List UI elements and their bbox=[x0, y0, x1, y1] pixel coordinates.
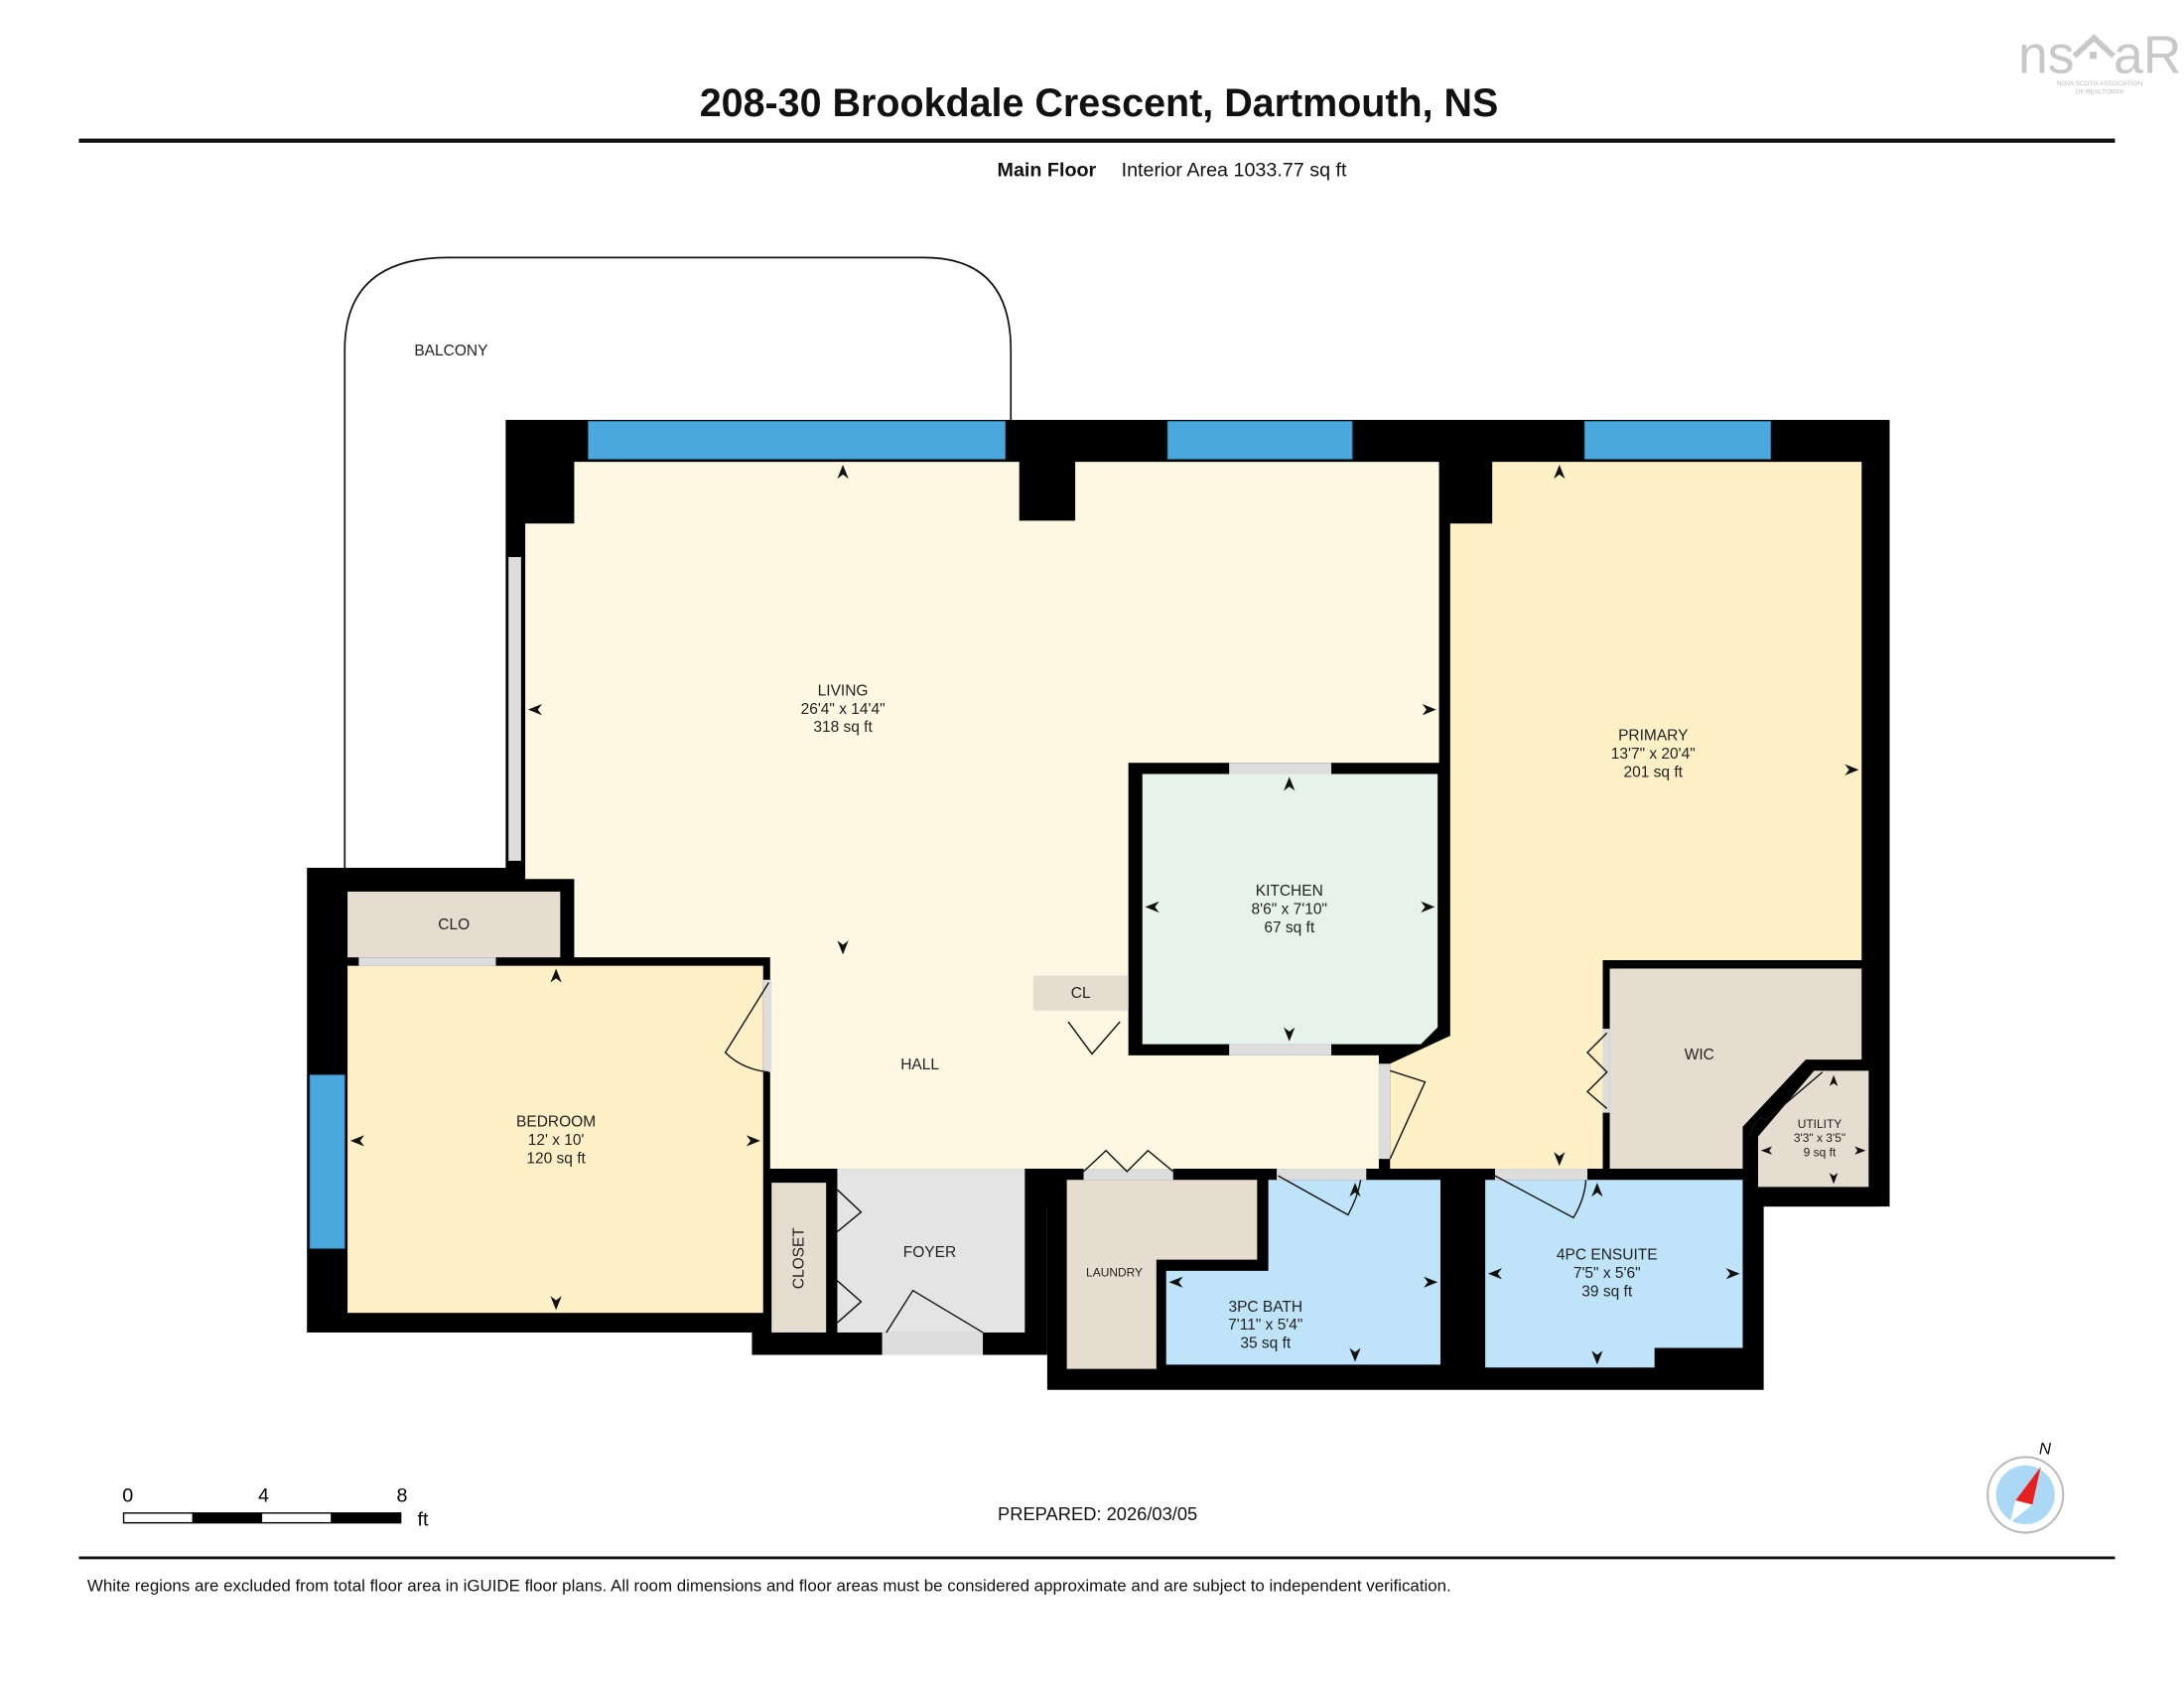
room-kitchen: KITCHEN 8'6" x 7'10" 67 sq ft bbox=[1252, 883, 1327, 936]
room-living: LIVING 26'4" x 14'4" 318 sq ft bbox=[801, 683, 886, 737]
primary-area bbox=[1390, 462, 1862, 1170]
scale-bar: 0 4 8 ft bbox=[122, 1485, 429, 1531]
svg-text:7'11" x 5'4": 7'11" x 5'4" bbox=[1228, 1317, 1302, 1334]
svg-text:318 sq ft: 318 sq ft bbox=[813, 719, 873, 736]
svg-text:aR: aR bbox=[2114, 26, 2181, 84]
svg-text:26'4" x 14'4": 26'4" x 14'4" bbox=[801, 701, 886, 718]
page-title: 208-30 Brookdale Crescent, Dartmouth, NS bbox=[700, 81, 1499, 125]
svg-text:N: N bbox=[2039, 1440, 2052, 1459]
room-clo: CLO bbox=[438, 916, 470, 933]
ensuite-area bbox=[1485, 1180, 1743, 1368]
room-utility: UTILITY 3'3" x 3'5" 9 sq ft bbox=[1794, 1117, 1845, 1159]
room-foyer: FOYER bbox=[903, 1244, 956, 1261]
svg-text:3PC BATH: 3PC BATH bbox=[1228, 1299, 1302, 1316]
bath3pc-area bbox=[1165, 1180, 1440, 1365]
door-openings bbox=[358, 557, 1610, 1355]
svg-text:ns: ns bbox=[2018, 26, 2075, 84]
dimension-arrows bbox=[349, 464, 1866, 1365]
svg-text:35 sq ft: 35 sq ft bbox=[1240, 1335, 1292, 1351]
bedroom-area bbox=[347, 965, 763, 1314]
cl-area bbox=[1032, 975, 1129, 1011]
room-4pc-ensuite: 4PC ENSUITE 7'5" x 5'6" 39 sq ft bbox=[1557, 1247, 1658, 1301]
room-hall: HALL bbox=[900, 1056, 939, 1073]
svg-text:13'7" x 20'4": 13'7" x 20'4" bbox=[1611, 746, 1696, 763]
room-wic: WIC bbox=[1685, 1047, 1714, 1063]
svg-text:9 sq ft: 9 sq ft bbox=[1804, 1145, 1837, 1159]
balcony-outline bbox=[343, 256, 1013, 868]
interior-area: Interior Area 1033.77 sq ft bbox=[1122, 160, 1347, 182]
room-3pc-bath: 3PC BATH 7'11" x 5'4" 35 sq ft bbox=[1228, 1299, 1302, 1352]
scale-unit: ft bbox=[418, 1508, 429, 1530]
svg-text:67 sq ft: 67 sq ft bbox=[1264, 919, 1315, 936]
svg-text:UTILITY: UTILITY bbox=[1798, 1117, 1843, 1131]
living-hall-area bbox=[525, 462, 1439, 1170]
closet-area bbox=[771, 1183, 827, 1333]
svg-text:39 sq ft: 39 sq ft bbox=[1581, 1283, 1633, 1300]
svg-text:120 sq ft: 120 sq ft bbox=[526, 1150, 586, 1167]
compass-icon: N bbox=[1986, 1440, 2065, 1534]
laundry-area bbox=[1066, 1180, 1258, 1369]
room-bedroom: BEDROOM 12' x 10' 120 sq ft bbox=[516, 1114, 596, 1168]
utility-area bbox=[1757, 1070, 1869, 1188]
svg-text:7'5" x 5'6": 7'5" x 5'6" bbox=[1573, 1265, 1641, 1282]
svg-text:PRIMARY: PRIMARY bbox=[1618, 728, 1688, 745]
scale-tick-4: 4 bbox=[258, 1485, 269, 1507]
disclaimer: White regions are excluded from total fl… bbox=[87, 1577, 1451, 1596]
svg-text:3'3" x 3'5": 3'3" x 3'5" bbox=[1794, 1131, 1845, 1145]
room-closet: CLOSET bbox=[791, 1227, 808, 1290]
svg-text:201 sq ft: 201 sq ft bbox=[1624, 764, 1684, 780]
header-divider bbox=[78, 138, 2116, 143]
svg-text:4PC ENSUITE: 4PC ENSUITE bbox=[1557, 1247, 1658, 1264]
svg-text:8'6" x 7'10": 8'6" x 7'10" bbox=[1252, 901, 1327, 917]
room-laundry: LAUNDRY bbox=[1086, 1266, 1143, 1280]
scale-tick-0: 0 bbox=[122, 1485, 133, 1507]
nsar-logo: ns aR NOVA SCOTIA ASSOCIATION OF REALTOR… bbox=[2018, 26, 2181, 95]
prepared-date: PREPARED: 2026/03/05 bbox=[998, 1503, 1197, 1524]
door-swings bbox=[724, 982, 1824, 1334]
svg-text:OF REALTORS®: OF REALTORS® bbox=[2076, 87, 2124, 95]
svg-text:KITCHEN: KITCHEN bbox=[1256, 883, 1323, 900]
svg-text:12' x 10': 12' x 10' bbox=[528, 1132, 585, 1149]
svg-text:LIVING: LIVING bbox=[818, 683, 869, 700]
foyer-area bbox=[837, 1169, 1025, 1333]
footer-divider bbox=[78, 1556, 2116, 1560]
room-primary: PRIMARY 13'7" x 20'4" 201 sq ft bbox=[1611, 728, 1696, 781]
scale-tick-8: 8 bbox=[397, 1485, 408, 1507]
floor-label: Main Floor bbox=[998, 160, 1097, 182]
svg-text:NOVA SCOTIA ASSOCIATION: NOVA SCOTIA ASSOCIATION bbox=[2057, 80, 2143, 87]
room-cl: CL bbox=[1071, 985, 1091, 1002]
kitchen-area bbox=[1142, 774, 1438, 1045]
windows bbox=[309, 420, 1772, 1249]
balcony-label: BALCONY bbox=[414, 343, 487, 359]
clo-area bbox=[347, 891, 561, 958]
svg-text:BEDROOM: BEDROOM bbox=[516, 1114, 596, 1131]
